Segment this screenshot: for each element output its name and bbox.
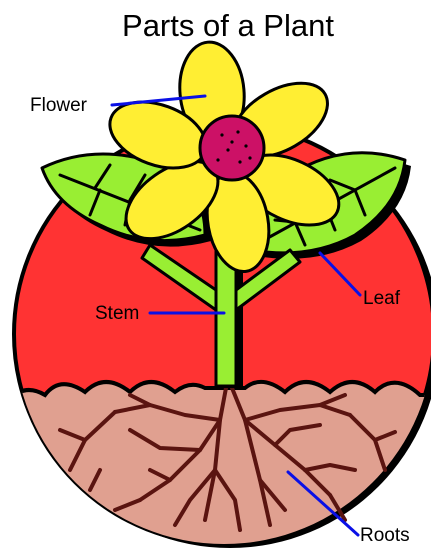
label-leaf: Leaf	[363, 288, 401, 309]
label-roots: Roots	[360, 525, 410, 546]
label-stem: Stem	[95, 303, 139, 324]
flower-center	[200, 116, 264, 180]
diagram-title: Parts of a Plant	[122, 8, 334, 43]
label-flower: Flower	[30, 95, 88, 116]
